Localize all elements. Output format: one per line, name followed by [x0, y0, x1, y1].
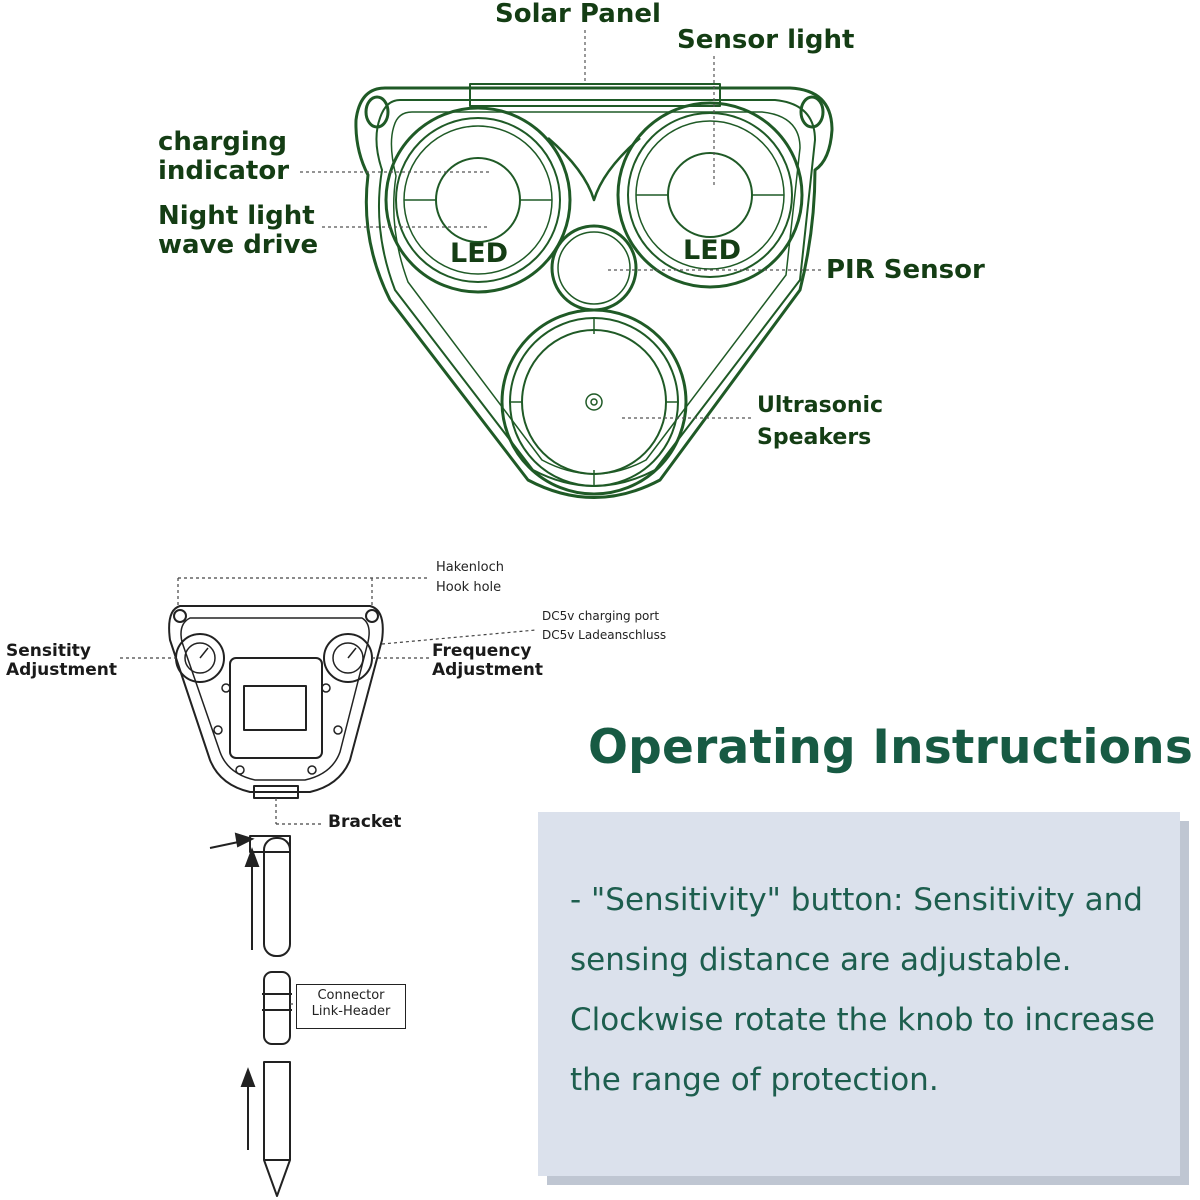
device-housing [354, 86, 834, 499]
back-housing [168, 605, 384, 793]
hook-hole-right [365, 609, 379, 623]
label-connector-line2: Link-Header [311, 1004, 391, 1019]
label-dc-port-en: DC5v charging port [542, 609, 660, 623]
label-dc-port: DC5v charging port DC5v Ladeanschluss [542, 607, 666, 645]
label-connector: Connector Link-Header [296, 984, 406, 1029]
label-speakers-line2: Speakers [757, 424, 872, 450]
label-night-line1: Night light [158, 201, 315, 231]
label-charging-line1: charging [158, 127, 287, 157]
label-pir-sensor: PIR Sensor [826, 255, 985, 285]
pir-sensor [550, 224, 638, 312]
label-speakers-line1: Ultrasonic [757, 393, 884, 418]
label-solar-panel: Solar Panel [495, 0, 661, 29]
battery-compartment [229, 657, 323, 759]
led-ring-right [616, 101, 804, 289]
label-charging-indicator: charging indicator [158, 127, 290, 187]
label-sensitivity-line1: Sensitity [6, 641, 91, 661]
pole-upper [263, 837, 291, 957]
center-notch [547, 137, 641, 202]
label-frequency-line2: Adjustment [432, 660, 543, 681]
label-hook-hole: Hakenloch Hook hole [436, 558, 504, 597]
led-ring-left [384, 106, 572, 294]
label-frequency: Frequency Adjustment [432, 641, 543, 681]
label-sensitivity-line2: Adjustment [6, 660, 117, 681]
label-night-line2: wave drive [158, 230, 319, 261]
instructions-panel: - "Sensitivity" button: Sensitivity and … [538, 812, 1180, 1176]
ground-stake [263, 1061, 291, 1197]
device-housing-inner [375, 99, 816, 487]
label-dc-port-de: DC5v Ladeanschluss [542, 628, 667, 643]
connector [263, 971, 291, 1045]
label-sensitivity: Sensitity Adjustment [6, 641, 117, 681]
label-led-left: LED [450, 238, 509, 269]
label-hook-hole-de: Hakenloch [436, 560, 504, 575]
device-housing-rim [390, 111, 801, 475]
label-connector-line1: Connector [317, 988, 385, 1003]
instructions-text: - "Sensitivity" button: Sensitivity and … [570, 882, 1155, 1098]
label-charging-line2: indicator [158, 156, 290, 187]
solar-panel [469, 83, 721, 107]
ultrasonic-speaker [500, 308, 688, 496]
label-night-light: Night light wave drive [158, 201, 319, 261]
label-bracket: Bracket [328, 812, 402, 832]
label-led-right: LED [683, 235, 742, 266]
hook-ear-left [364, 95, 390, 129]
hook-hole-left [173, 609, 187, 623]
label-frequency-line1: Frequency [432, 641, 532, 661]
label-ultrasonic-speakers: Ultrasonic Speakers [757, 390, 883, 454]
label-sensor-light: Sensor light [677, 25, 855, 55]
label-hook-hole-en: Hook hole [436, 579, 502, 595]
hook-ear-right [799, 95, 825, 129]
instructions-heading: Operating Instructions [588, 720, 1194, 775]
